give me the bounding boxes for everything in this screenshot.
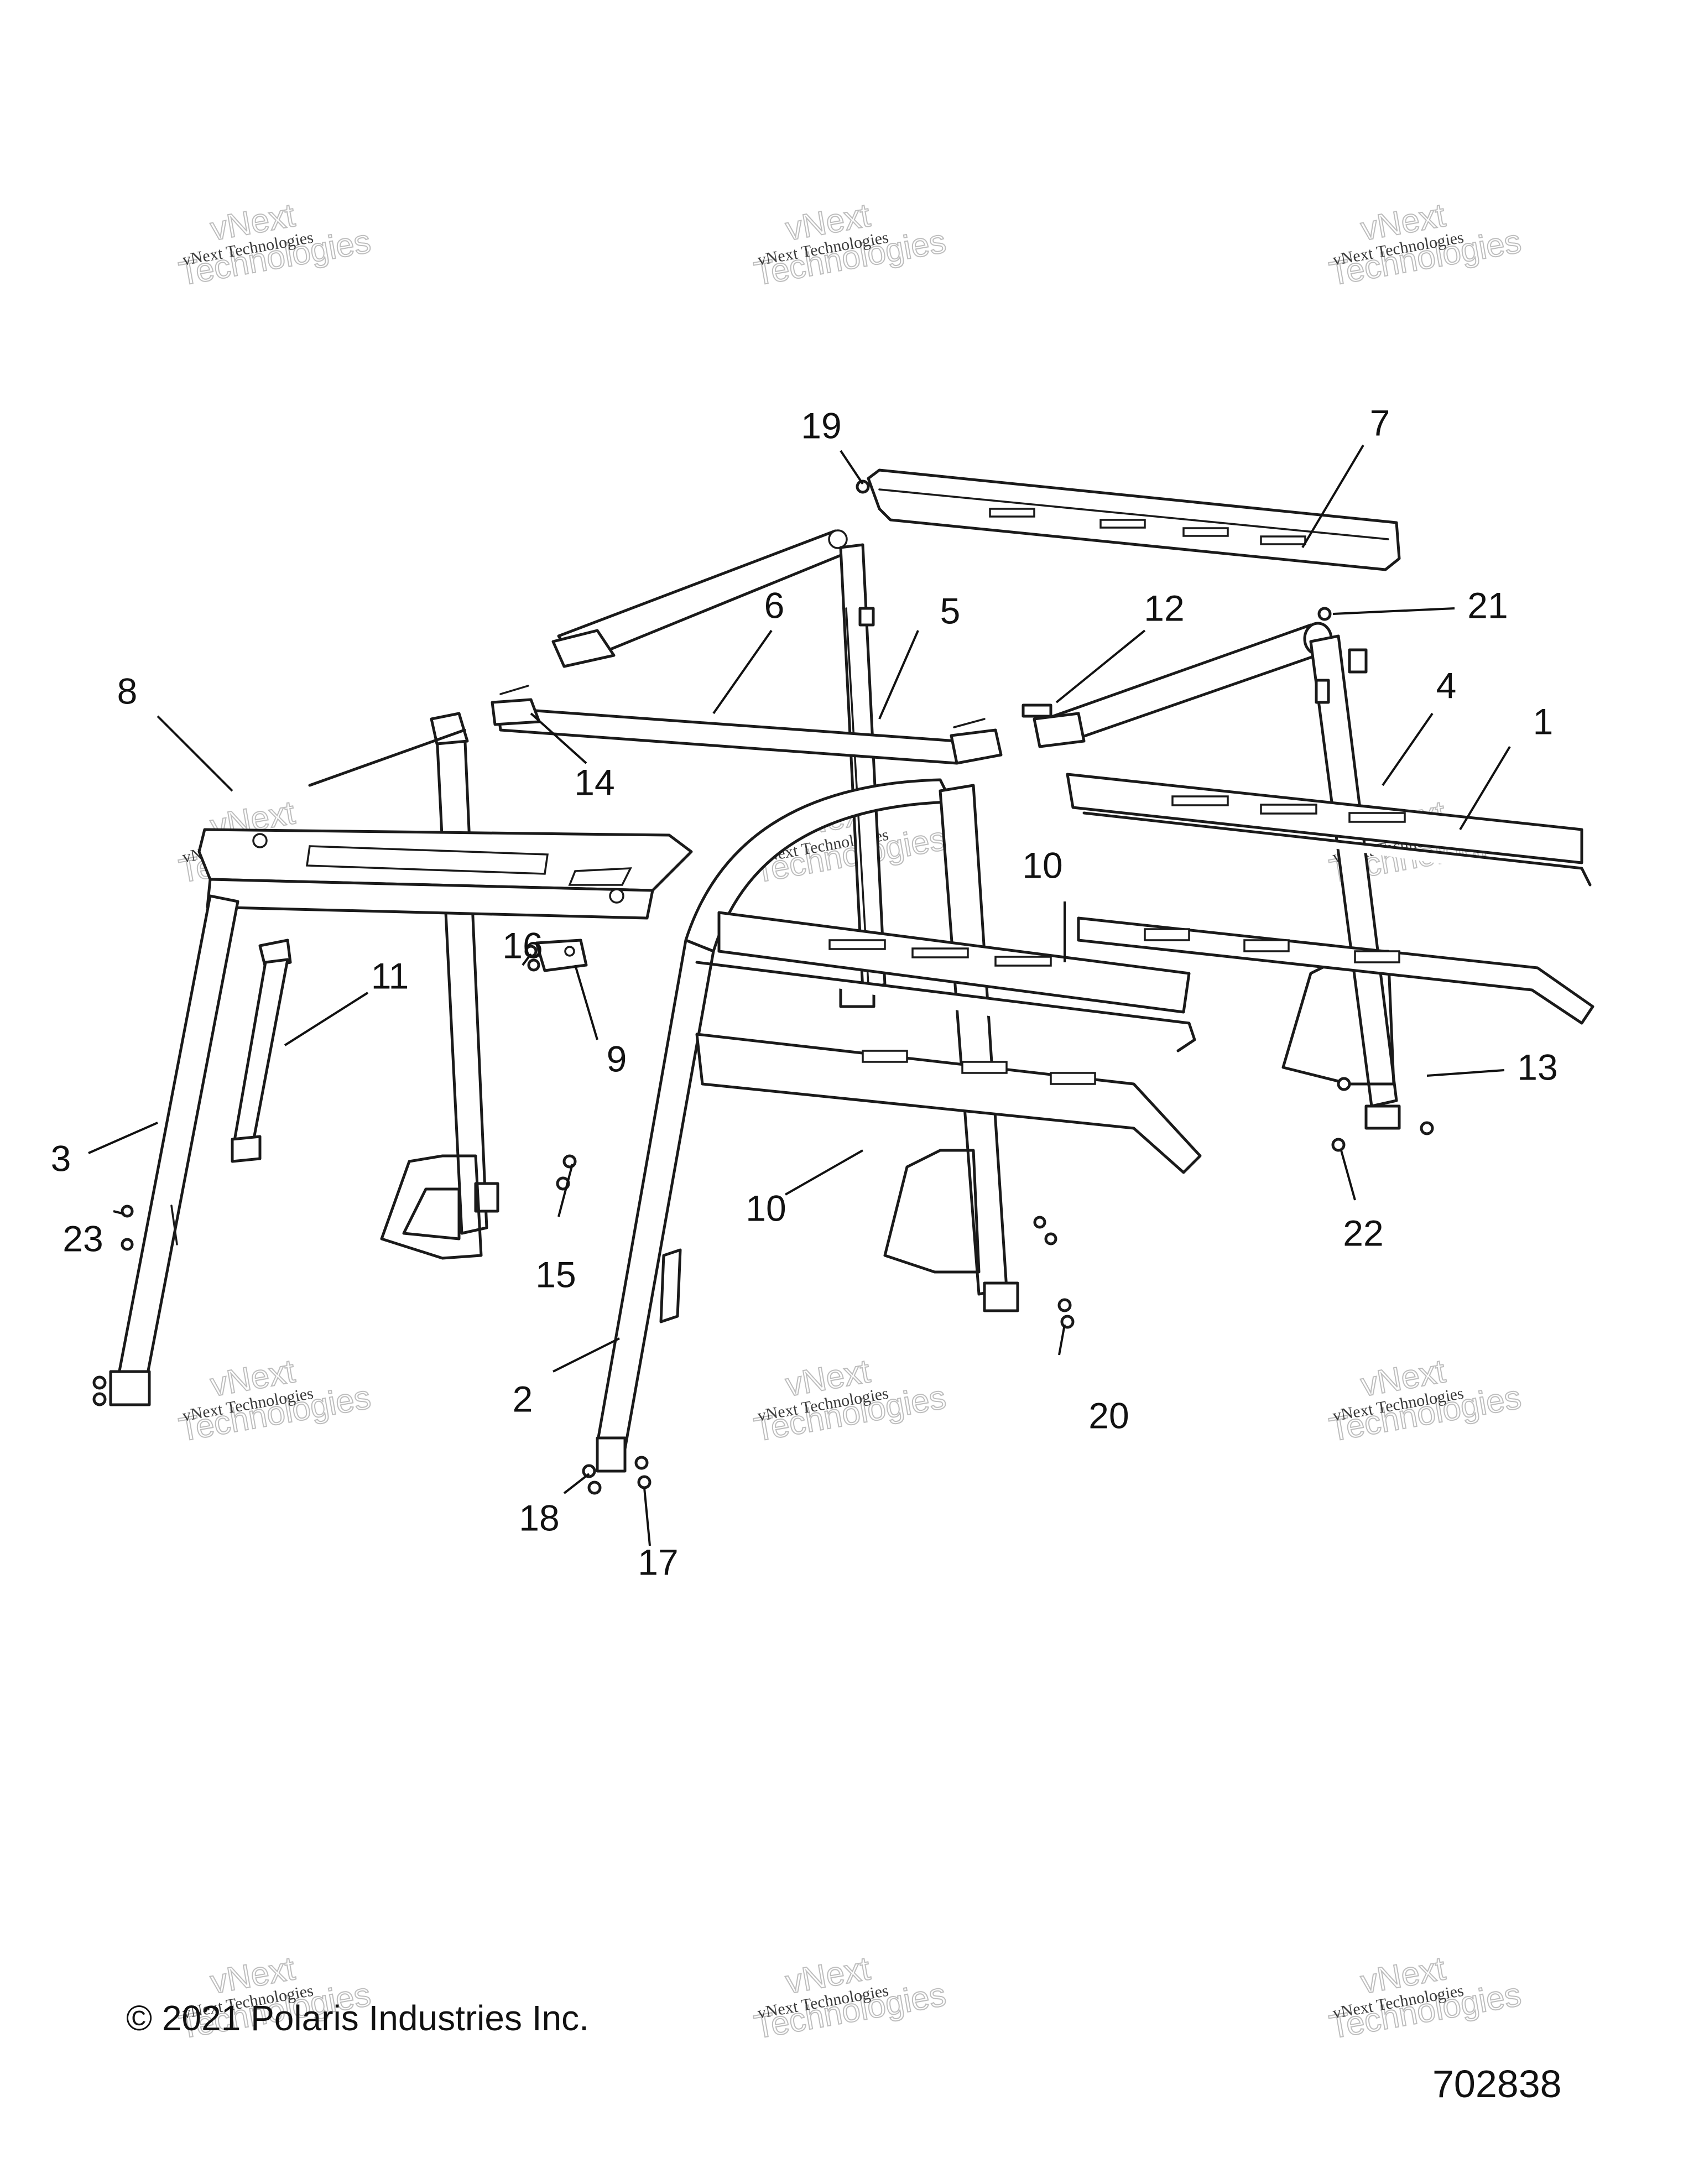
callout-14: 14 <box>574 762 614 802</box>
left-grab-bar <box>380 1154 483 1260</box>
leader-lines <box>88 444 1511 1546</box>
figure-number: 702838 <box>1432 2062 1562 2105</box>
callout-23: 23 <box>62 1218 103 1259</box>
callout-8: 8 <box>117 670 138 711</box>
grab-handle <box>231 939 292 1163</box>
callout-10a: 10 <box>1022 845 1062 885</box>
side-rail-front <box>695 911 1202 1174</box>
side-rail-rear <box>1066 773 1594 1025</box>
callout-6: 6 <box>764 585 785 626</box>
callout-16: 16 <box>502 925 543 966</box>
callout-9: 9 <box>607 1038 627 1079</box>
callout-10b: 10 <box>746 1187 786 1228</box>
callout-22: 22 <box>1343 1212 1383 1253</box>
callout-19: 19 <box>801 405 841 446</box>
front-header-panel <box>197 828 693 920</box>
front-main-hoop <box>596 778 1019 1473</box>
callout-3: 3 <box>51 1138 71 1179</box>
callout-2: 2 <box>513 1378 533 1419</box>
callout-18: 18 <box>519 1497 559 1538</box>
callout-7: 7 <box>1370 402 1390 443</box>
callout-15: 15 <box>535 1254 576 1295</box>
callout-13: 13 <box>1517 1046 1557 1087</box>
right-upper-roof-tube <box>1022 622 1333 748</box>
callout-11: 11 <box>371 955 409 996</box>
rear-roof-cross-bar <box>867 468 1401 571</box>
left-front-post <box>109 894 239 1406</box>
callout-1: 1 <box>1533 701 1554 742</box>
callouts: 1 2 3 4 5 6 7 8 9 10 10 11 12 13 14 15 1… <box>51 402 1558 1582</box>
center-grab-bar <box>883 1149 981 1274</box>
mount-bracket <box>535 939 588 972</box>
right-rear-post <box>1309 634 1401 1130</box>
upper-left-roof-tube <box>551 529 848 668</box>
callout-12: 12 <box>1144 587 1184 628</box>
callout-17: 17 <box>638 1541 678 1582</box>
fasteners <box>92 479 1434 1495</box>
copyright-notice: © 2021 Polaris Industries Inc. <box>126 1998 589 2038</box>
callout-4: 4 <box>1436 665 1457 706</box>
front-roof-tube <box>491 685 1003 765</box>
callout-21: 21 <box>1467 585 1508 626</box>
callout-5: 5 <box>940 590 961 631</box>
callout-20: 20 <box>1088 1395 1129 1436</box>
